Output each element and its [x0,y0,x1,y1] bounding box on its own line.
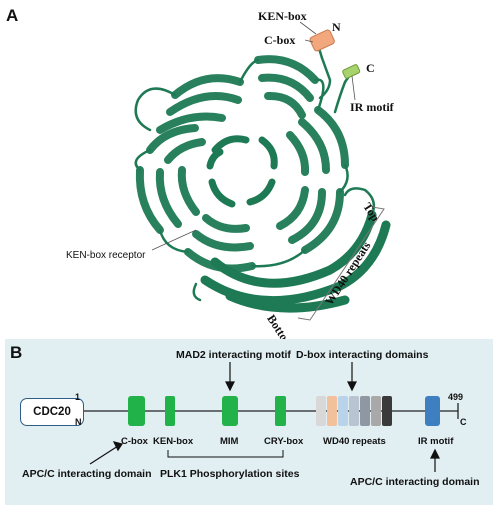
cry-box-domain [275,396,286,426]
ir-motif-label: IR motif [350,100,394,114]
c-terminus: C [460,417,467,427]
n-terminus: N [75,417,82,427]
c-box-label: C-box [264,33,296,47]
apc-left-arrow [89,445,119,465]
ken-box-leader [299,21,317,35]
apc-right-annotation: APC/C interacting domain [350,476,480,488]
panel-b-background [5,339,493,505]
mim-label: MIM [220,436,239,447]
wd40-repeats-domain [316,396,392,426]
apc-left-annotation: APC/C interacting domain [22,468,152,480]
protein-name-box: CDC20 [20,398,84,426]
cry-box-label: CRY-box [264,436,304,447]
dbox-annotation: D-box interacting domains [296,349,429,361]
ken-box-label: KEN-box [258,9,307,23]
ken-receptor-label: KEN-box receptor [66,250,146,261]
end-residue: 499 [448,392,464,402]
protein-structure-illustration [134,21,391,321]
ir-motif-domain [425,396,440,426]
mad2-annotation: MAD2 interacting motif [176,349,291,361]
ken-box-domain-label: KEN-box [153,436,194,447]
c-box-label: C-box [121,436,148,447]
ir-motif-domain-label: IR motif [418,436,454,447]
c-terminus-label: C [366,61,375,75]
wd40-repeats-domain-label: WD40 repeats [323,436,386,447]
mim-domain [222,396,238,426]
beta-propeller [134,55,391,313]
panel-b-letter: B [10,343,23,362]
ir-motif-leader [351,75,356,101]
ken-receptor-leader [151,229,197,251]
c-box-domain [128,396,145,426]
ken-box-element [309,29,335,52]
ken-box-domain [165,396,175,426]
start-residue: 1 [75,392,81,402]
ir-motif-element [342,64,361,79]
plk1-bracket [167,450,284,458]
n-terminus-label: N [332,20,341,34]
c-box-leader [304,39,314,43]
plk1-annotation: PLK1 Phosphorylation sites [160,468,300,480]
wd40-bracket [297,206,385,321]
panel-a-letter: A [6,6,19,25]
